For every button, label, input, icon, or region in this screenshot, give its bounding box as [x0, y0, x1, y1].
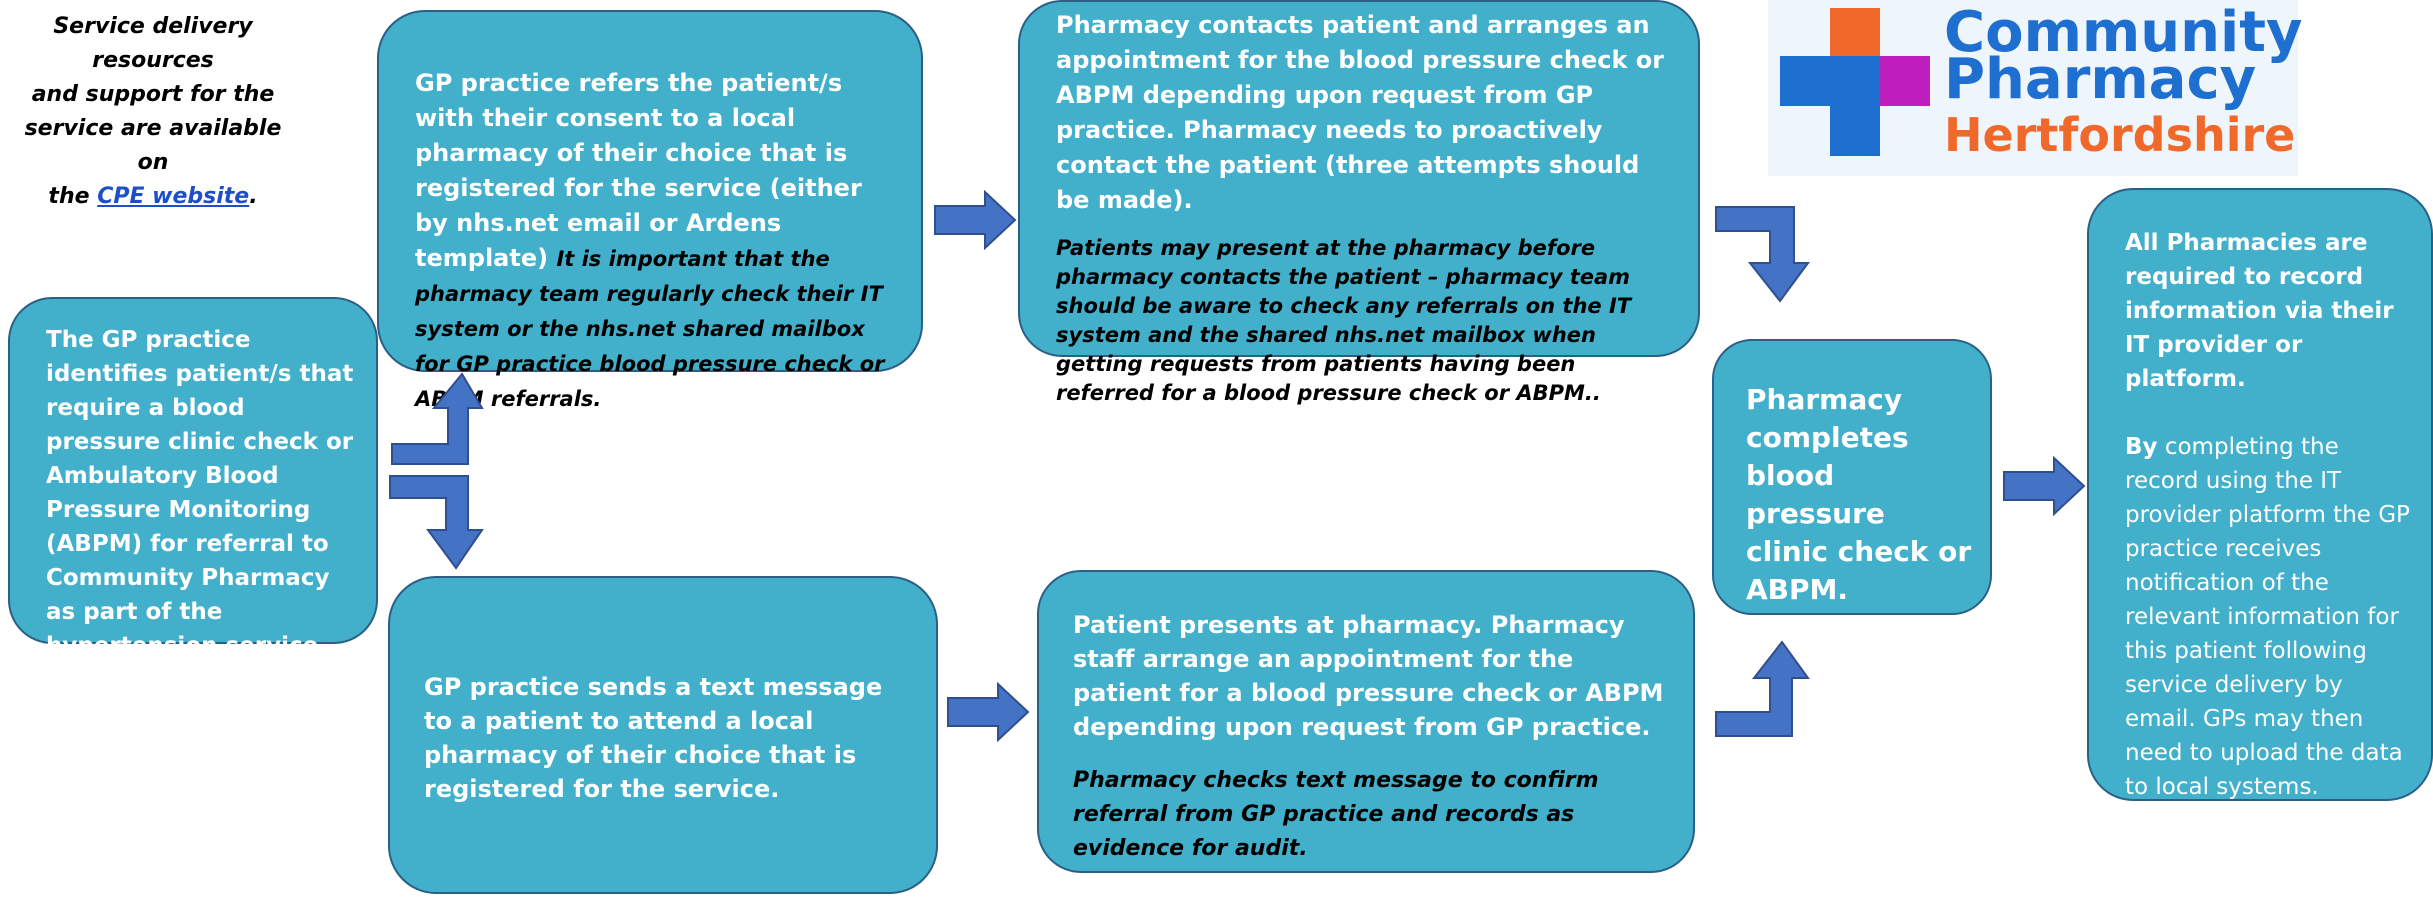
box-gp-identifies: The GP practice identifies patient/s tha…	[8, 297, 378, 659]
gp-identifies-text: The GP practice identifies patient/s tha…	[46, 327, 354, 659]
record-information-body: completing the record using the IT provi…	[2125, 434, 2410, 800]
note-line-3: service are available on	[24, 116, 282, 175]
box-record-information: All Pharmacies are required to record in…	[2087, 188, 2433, 801]
logo-text-pharmacy: Pharmacy	[1944, 47, 2257, 112]
pharmacy-contacts-note: Patients may present at the pharmacy bef…	[1056, 236, 1632, 405]
community-pharmacy-logo: Community Pharmacy Hertfordshire	[1768, 0, 2302, 176]
box-patient-presents: Patient presents at pharmacy. Pharmacy s…	[1037, 570, 1695, 873]
pharmacy-cross-icon	[1780, 8, 1930, 156]
pharmacy-contacts-text: Pharmacy contacts patient and arranges a…	[1056, 11, 1665, 214]
record-information-heading: All Pharmacies are required to record in…	[2125, 230, 2394, 392]
box-gp-refers: GP practice refers the patient/s with th…	[377, 10, 923, 411]
note-line-2: and support for the	[31, 82, 275, 107]
patient-presents-text: Patient presents at pharmacy. Pharmacy s…	[1073, 611, 1664, 741]
box-pharmacy-contacts: Pharmacy contacts patient and arranges a…	[1018, 0, 1700, 405]
record-by-word: By	[2125, 434, 2158, 460]
patient-presents-note: Pharmacy checks text message to confirm …	[1073, 768, 1599, 861]
right-arrow-text-to-presents	[947, 682, 1030, 742]
logo-text-community: Community	[1944, 0, 2303, 65]
logo-text-hertfordshire: Hertfordshire	[1944, 108, 2296, 162]
bent-down-arrow-to-text-message	[389, 475, 484, 570]
cpe-website-link[interactable]: CPE website	[97, 184, 250, 209]
right-arrow-refers-to-contacts	[934, 190, 1017, 250]
box-gp-text-message: GP practice sends a text message to a pa…	[388, 576, 938, 894]
bent-up-arrow-to-completes	[1715, 640, 1810, 737]
note-line-1: Service delivery resources	[53, 14, 253, 73]
note-line-4-prefix: the	[48, 184, 98, 209]
right-arrow-completes-to-record	[2003, 456, 2086, 516]
pharmacy-completes-text: Pharmacy completes blood pressure clinic…	[1746, 383, 1972, 606]
resources-note: Service delivery resources and support f…	[8, 10, 298, 214]
gp-text-message-text: GP practice sends a text message to a pa…	[424, 673, 883, 803]
gp-refers-text: GP practice refers the patient/s with th…	[415, 69, 862, 272]
bent-up-arrow-to-refers	[391, 372, 484, 465]
bent-down-arrow-to-completes	[1715, 206, 1810, 303]
box-pharmacy-completes: Pharmacy completes blood pressure clinic…	[1712, 339, 1992, 615]
note-line-4-suffix: .	[249, 184, 258, 209]
